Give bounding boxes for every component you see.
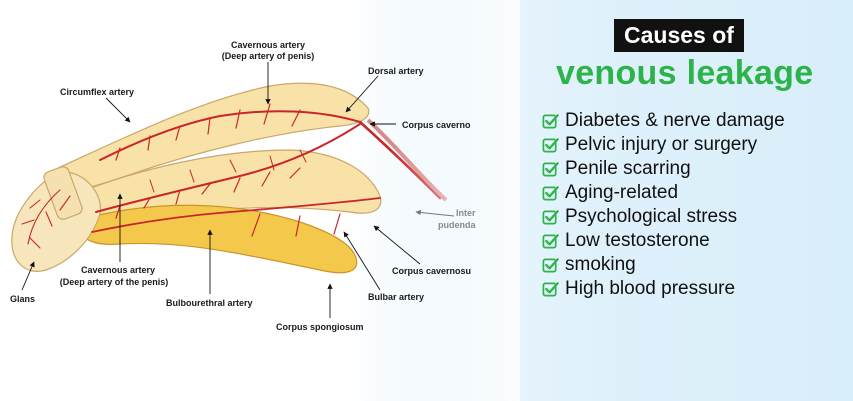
penis-anatomy-diagram: Cavernous artery (Deep artery of penis) …: [0, 0, 520, 401]
label-internal-pudendal-2: pudenda: [438, 220, 476, 230]
checkbox-check-icon: [542, 137, 559, 152]
label-internal-pudendal-1: Inter: [456, 208, 476, 218]
cause-item: Low testosterone: [542, 229, 785, 253]
heading-subtitle: venous leakage: [556, 54, 814, 92]
checkbox-check-icon: [542, 185, 559, 200]
label-cavernous-artery-top-sub: (Deep artery of penis): [222, 51, 315, 61]
leader-lines: [21, 62, 421, 318]
cause-label: Low testosterone: [565, 230, 710, 251]
checkbox-check-icon: [542, 281, 559, 296]
label-corpus-spongiosum: Corpus spongiosum: [276, 322, 364, 332]
label-corpus-cavernosum-top: Corpus caverno: [402, 120, 471, 130]
label-cavernous-artery-bottom-sub: (Deep artery of the penis): [60, 277, 169, 287]
cause-label: smoking: [565, 254, 636, 275]
heading-title: Causes of: [614, 19, 744, 52]
cause-label: Penile scarring: [565, 158, 691, 179]
cause-label: Diabetes & nerve damage: [565, 110, 785, 131]
cause-item: Diabetes & nerve damage: [542, 109, 785, 133]
label-cavernous-artery-top: Cavernous artery: [231, 40, 305, 50]
cause-label: Aging-related: [565, 182, 679, 203]
cause-item: Penile scarring: [542, 157, 785, 181]
cause-item: Aging-related: [542, 181, 785, 205]
checkbox-check-icon: [542, 209, 559, 224]
label-bulbar-artery: Bulbar artery: [368, 292, 424, 302]
checkbox-check-icon: [542, 257, 559, 272]
diagram-fade: [0, 0, 520, 401]
label-glans: Glans: [10, 294, 35, 304]
label-bulbourethral-artery: Bulbourethral artery: [166, 298, 253, 308]
cause-label: Pelvic injury or surgery: [565, 134, 758, 155]
cause-item: High blood pressure: [542, 277, 785, 301]
cause-label: Psychological stress: [565, 206, 738, 227]
checkbox-check-icon: [542, 161, 559, 176]
cause-item: Psychological stress: [542, 205, 785, 229]
label-cavernous-artery-bottom: Cavernous artery: [81, 265, 155, 275]
label-dorsal-artery: Dorsal artery: [368, 66, 424, 76]
checkbox-check-icon: [542, 233, 559, 248]
cause-label: High blood pressure: [565, 278, 736, 299]
checkbox-check-icon: [542, 113, 559, 128]
label-circumflex-artery: Circumflex artery: [60, 87, 134, 97]
cause-item: Pelvic injury or surgery: [542, 133, 785, 157]
leader-pudendal: [415, 209, 455, 217]
label-corpus-cavernosum-bottom: Corpus cavernosu: [392, 266, 471, 276]
cause-item: smoking: [542, 253, 785, 277]
